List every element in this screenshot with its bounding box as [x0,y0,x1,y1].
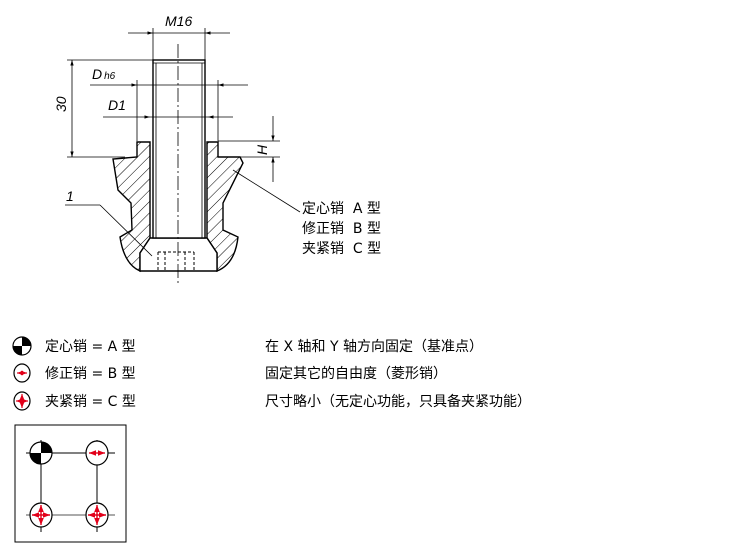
clamping-pin-icon [29,502,53,528]
height-h-label: H [254,144,270,155]
hex-socket-hidden-lines [157,251,195,270]
legend-label-c: 夹紧销 = C 型 [45,394,136,410]
diamond-pin-icon [13,363,31,383]
legend-desc-c: 尺寸略小（无定心功能，只具备夹紧功能） [265,393,531,410]
legend-label-a: 定心销 = A 型 [45,339,136,355]
centering-pin-icon [29,441,53,465]
pin-layout-example [14,424,127,543]
dimension-lines [65,28,301,257]
legend-desc-b: 固定其它的自由度（菱形销） [265,365,447,382]
callout-type-c: 夹紧销 C 型 [302,241,381,257]
pin-body-section [112,141,244,273]
clamping-pin-icon [13,391,31,411]
centering-pin-icon [12,336,32,356]
item-number-label: 1 [66,188,74,204]
callout-type-a: 定心销 A 型 [302,201,381,217]
thread-size-label: M16 [165,13,192,29]
diameter-dh6-main: D [92,66,102,82]
diameter-dh6-tolerance: h6 [104,71,116,82]
legend-label-b: 修正销 = B 型 [45,366,136,382]
diamond-pin-icon [85,440,109,466]
threaded-stud [152,59,206,239]
diameter-d1-label: D1 [108,97,126,113]
callout-type-b: 修正销 B 型 [302,221,381,237]
legend-desc-a: 在 X 轴和 Y 轴方向固定（基准点） [265,338,483,355]
length-label: 30 [53,96,69,112]
clamping-pin-icon [85,502,109,528]
